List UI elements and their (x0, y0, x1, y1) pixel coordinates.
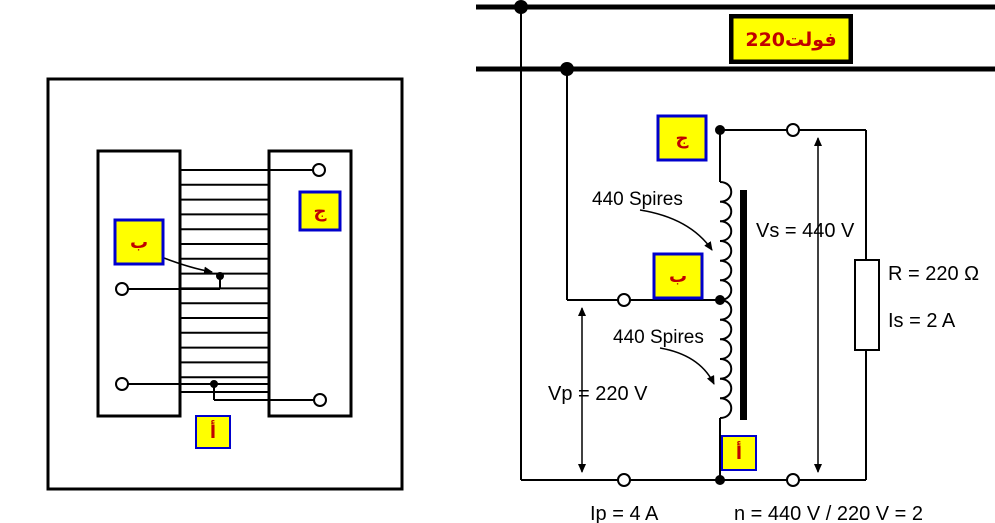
coil-turns (180, 169, 269, 393)
terminal-out-top (786, 123, 800, 137)
terminal-a-right (313, 393, 327, 407)
terminal-in-bottom (617, 473, 631, 487)
tag-left-a: أ (195, 415, 231, 449)
pointer-upper-spires (639, 209, 713, 251)
secondary-current-label: Is = 2 A (888, 310, 956, 332)
tag-left-c: ج (298, 190, 342, 232)
tap-junction-b (216, 272, 224, 280)
tag-right-c: ج (656, 114, 708, 162)
terminal-a-left (115, 377, 129, 391)
tag-left-b-text: ب (130, 232, 148, 253)
core-drawing: ج ب أ (46, 77, 404, 491)
core-left-limb (96, 149, 182, 418)
tag-right-a-text: أ (736, 441, 742, 464)
supply-voltage-label: 220فولت (745, 29, 836, 51)
terminal-in-top (617, 293, 631, 307)
junction-c (715, 125, 725, 135)
load-resistor (854, 259, 880, 351)
tag-right-b-text: ب (669, 266, 687, 287)
pointer-b (163, 257, 213, 275)
schematic: 220فولت 440 Spires 440 Sp (476, 0, 995, 523)
iron-core-bar (740, 190, 747, 420)
pointer-lower-spires (659, 347, 715, 385)
terminal-c (312, 163, 326, 177)
tag-left-a-text: أ (210, 420, 216, 443)
terminal-out-bottom (786, 473, 800, 487)
tag-right-c-text: ج (676, 128, 689, 149)
resistance-label: R = 220 Ω (888, 263, 979, 285)
tag-right-a: أ (721, 435, 757, 471)
tag-left-b: ب (113, 218, 165, 266)
core-outer-frame (46, 77, 404, 491)
vp-label: Vp = 220 V (548, 383, 648, 405)
turns-upper-label: 440 Spires (592, 189, 683, 210)
junction-b (715, 295, 725, 305)
supply-voltage-box: 220فولت (729, 14, 853, 64)
tag-left-c-text: ج (314, 201, 327, 222)
terminal-b (115, 282, 129, 296)
primary-current-label: Ip = 4 A (590, 503, 659, 523)
turns-ratio-label: n = 440 V / 220 V = 2 (734, 503, 923, 523)
turns-lower-label: 440 Spires (613, 327, 704, 348)
vs-label: Vs = 440 V (756, 220, 855, 242)
tag-right-b: ب (652, 252, 704, 300)
junction-a (715, 475, 725, 485)
